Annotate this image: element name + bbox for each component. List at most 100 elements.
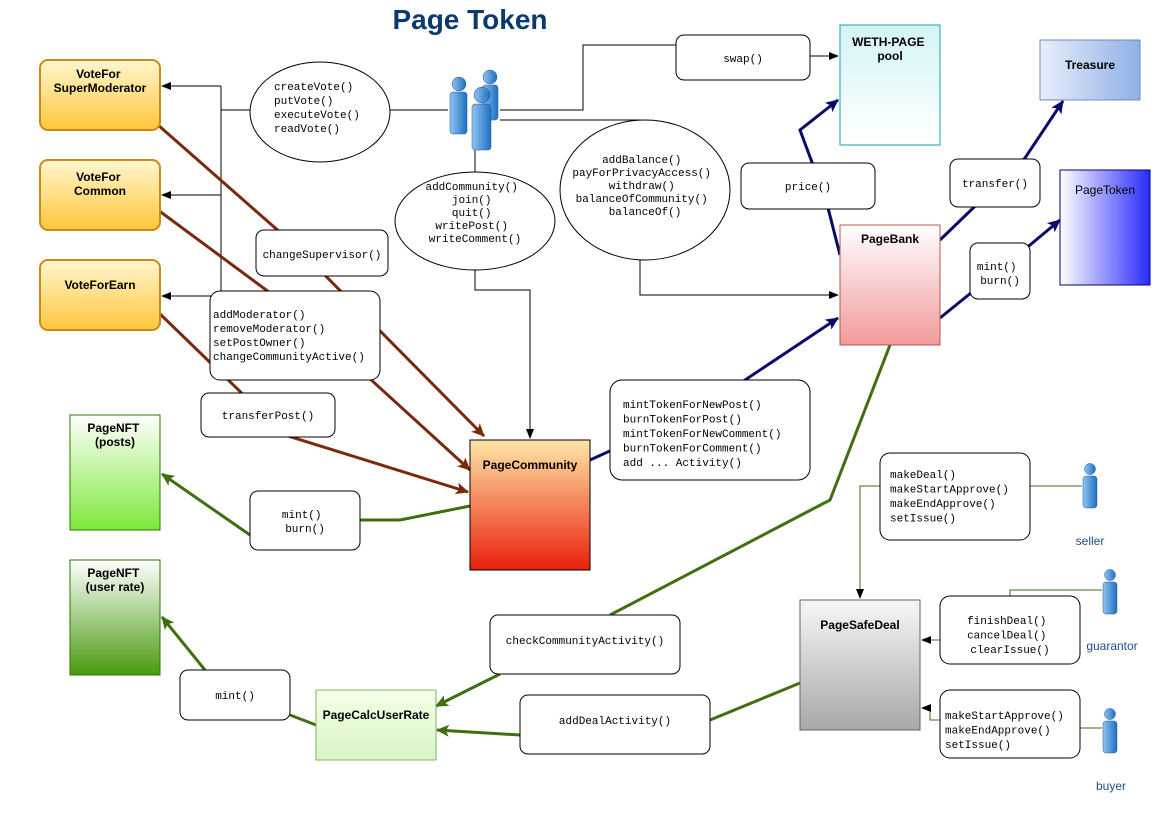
arrow-bank-to-calc — [436, 344, 892, 706]
node-line: Treasure — [1065, 58, 1115, 72]
swap-label-box: swap() — [675, 34, 811, 81]
arrow-community-to-nftposts — [162, 474, 471, 537]
function-label: makeEndApprove() — [890, 499, 996, 511]
svg-text:mint() burn(): mint() burn() — [282, 510, 328, 536]
seller-label: seller — [1076, 534, 1105, 548]
users-to-swap-line — [500, 44, 676, 111]
buyer-calls-label-box: makeStartApprove() makeEndApprove() setI… — [939, 689, 1081, 759]
function-label: price() — [785, 182, 831, 194]
change-supervisor-label-box: changeSupervisor() — [255, 229, 389, 277]
node-line: VoteForEarn — [64, 278, 135, 292]
function-label: transfer() — [962, 179, 1028, 191]
function-label: withdraw() — [609, 181, 675, 193]
svg-text:makeDeal() makeStartAppr: makeDeal() makeStartApprove() makeEndApp… — [890, 470, 1015, 526]
svg-text:VoteFor SuperModerator: VoteFor SuperModerator — [54, 67, 147, 95]
node-line: PageToken — [1075, 183, 1135, 197]
page-calc-user-rate-box[interactable]: PageCalcUserRate — [315, 689, 437, 761]
arrow-calc-to-nftrate — [162, 617, 317, 727]
svg-text:PageNFT (posts): PageNFT (posts) — [87, 421, 142, 449]
function-label: addDealActivity() — [559, 716, 671, 728]
diagram-title: Page Token — [392, 4, 547, 35]
votes-ellipse: createVote() putVote() executeVote() rea… — [249, 61, 391, 163]
function-label: putVote() — [274, 96, 333, 108]
buyer-to-safedeal-line — [922, 708, 1102, 729]
page-nft-posts-box[interactable]: PageNFT (posts) — [69, 414, 161, 531]
svg-text:PageNFT (user rate): PageNFT (user rate) — [86, 566, 145, 594]
page-nft-user-rate-box[interactable]: PageNFT (user rate) — [69, 559, 161, 676]
function-label: writeComment() — [429, 234, 521, 246]
function-label: writePost() — [435, 221, 508, 233]
function-label: addModerator() — [213, 310, 305, 322]
function-label: mint() — [215, 691, 255, 703]
function-label: transferPost() — [222, 411, 314, 423]
function-label: checkCommunityActivity() — [506, 636, 664, 648]
node-line: VoteFor — [76, 170, 121, 184]
function-label: burn() — [285, 524, 325, 536]
community-ellipse: addCommunity() join() quit() writePost()… — [394, 171, 556, 271]
function-label: cancelDeal() — [967, 631, 1046, 643]
page-safe-deal-box[interactable]: PageSafeDeal — [799, 599, 921, 731]
weth-page-pool-box[interactable]: WETH-PAGE pool — [839, 24, 941, 146]
vote-super-moderator-box[interactable]: VoteFor SuperModerator — [39, 59, 161, 131]
function-label: payForPrivacyAccess() — [572, 168, 711, 180]
check-activity-label-box: checkCommunityActivity() — [489, 614, 681, 675]
function-label: swap() — [723, 54, 763, 66]
node-line: PageNFT — [87, 421, 140, 435]
node-line: pool — [877, 49, 902, 63]
svg-text:addCommunity() join(): addCommunity() join() quit() writePost()… — [425, 182, 524, 246]
seller-person-icon — [1082, 463, 1098, 509]
svg-text:mintTokenForNewPost() bu: mintTokenForNewPost() burnTokenForPost()… — [623, 400, 788, 470]
function-label: createVote() — [274, 82, 353, 94]
guarantor-label: guarantor — [1086, 639, 1137, 653]
node-line: WETH-PAGE — [852, 35, 924, 49]
node-line: PageCommunity — [483, 458, 578, 472]
page-bank-box[interactable]: PageBank — [839, 224, 941, 346]
svg-text:mint() burn(): mint() burn() — [977, 262, 1023, 288]
function-label: makeStartApprove() — [945, 711, 1064, 723]
function-label: mintTokenForNewComment() — [623, 429, 781, 441]
arrow-to-vote-super — [162, 86, 250, 111]
page-token-box[interactable]: PageToken — [1059, 169, 1151, 286]
svg-text:addBalance() payForPriva: addBalance() payForPrivacyAccess() withd… — [572, 155, 717, 219]
svg-text:makeStartApprove() makeE: makeStartApprove() makeEndApprove() setI… — [945, 711, 1070, 752]
function-label: burnTokenForComment() — [623, 444, 762, 456]
seller-to-safedeal-line — [860, 485, 1082, 598]
node-line: VoteFor — [76, 67, 121, 81]
node-line: PageSafeDeal — [820, 618, 899, 632]
function-label: burn() — [980, 276, 1020, 288]
transfer-post-label-box: transferPost() — [200, 392, 336, 438]
svg-text:finishDeal() cancelDeal(: finishDeal() cancelDeal() clearIssue() — [967, 616, 1053, 657]
guarantor-to-safedeal-line — [922, 589, 1102, 640]
function-label: addCommunity() — [425, 182, 517, 194]
function-label: mint() — [282, 510, 322, 522]
transfer-label-box: transfer() — [949, 158, 1041, 208]
moderator-functions-label-box: addModerator() removeModerator() setPost… — [209, 290, 381, 381]
treasure-box[interactable]: Treasure — [1039, 39, 1141, 101]
vote-for-earn-box[interactable]: VoteForEarn — [39, 259, 161, 331]
arrow-supermod-to-community — [157, 123, 486, 438]
svg-text:WETH-PAGE pool: WETH-PAGE pool — [852, 35, 928, 63]
bank-calls-ellipse: addBalance() payForPrivacyAccess() withd… — [559, 119, 731, 261]
vote-common-box[interactable]: VoteFor Common — [39, 159, 161, 231]
mint-burn-token-label-box: mint() burn() — [969, 242, 1031, 300]
deal-activity-label-box: addDealActivity() — [519, 694, 711, 755]
function-label: changeSupervisor() — [263, 250, 382, 262]
buyer-actor: buyer — [1096, 708, 1126, 793]
node-line: PageNFT — [87, 566, 140, 580]
function-label: makeEndApprove() — [945, 726, 1051, 738]
price-label-box: price() — [740, 162, 876, 210]
node-line: PageCalcUserRate — [323, 708, 430, 722]
function-label: mint() — [977, 262, 1017, 274]
function-label: readVote() — [274, 124, 340, 136]
arrow-bank-to-treasure — [938, 100, 1065, 242]
function-label: join() — [452, 195, 492, 207]
function-label: add ... Activity() — [623, 458, 742, 470]
mint-rate-label-box: mint() — [179, 669, 291, 721]
function-label: setIssue() — [890, 514, 956, 526]
seller-calls-label-box: makeDeal() makeStartApprove() makeEndApp… — [879, 452, 1031, 541]
node-line: Common — [74, 184, 126, 198]
function-label: balanceOfCommunity() — [576, 194, 708, 206]
node-line: SuperModerator — [54, 81, 147, 95]
page-community-box[interactable]: PageCommunity — [469, 439, 591, 571]
svg-text:VoteFor Common: VoteFor Common — [74, 170, 126, 198]
